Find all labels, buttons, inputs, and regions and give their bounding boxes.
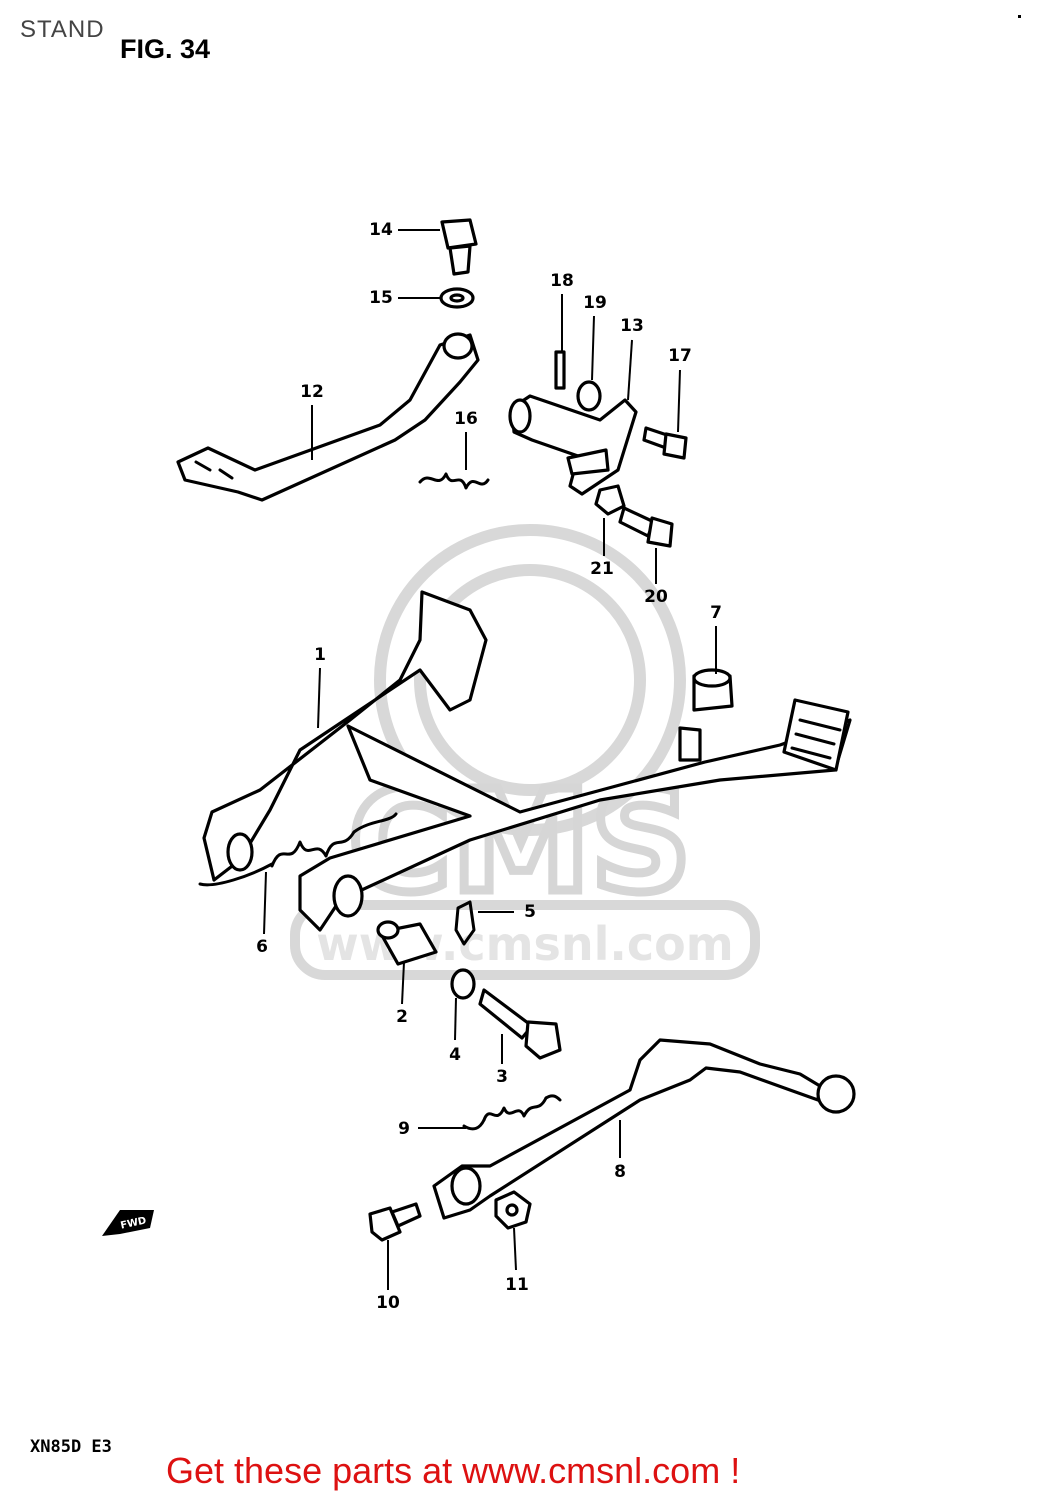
- fwd-arrow-label: FWD: [120, 1215, 148, 1231]
- callout-11: 11: [505, 1275, 529, 1295]
- fwd-arrow-icon: FWD: [102, 1210, 154, 1236]
- part-10-bolt: [368, 1202, 422, 1242]
- callout-13: 13: [620, 316, 644, 336]
- part-15-washer: [439, 287, 475, 309]
- part-8-side-stand: [432, 1038, 856, 1220]
- part-3-bolt: [478, 988, 562, 1060]
- figure-label: FIG. 34: [120, 34, 211, 64]
- part-18-pin: [554, 350, 566, 390]
- part-13-lever: [508, 394, 638, 496]
- part-4-washer: [450, 968, 476, 1000]
- callout-8: 8: [614, 1162, 626, 1182]
- part-21-nut: [594, 484, 626, 516]
- callout-15: 15: [369, 288, 393, 308]
- part-14-bolt: [440, 218, 478, 276]
- callout-1: 1: [314, 645, 326, 665]
- callout-4: 4: [449, 1045, 461, 1065]
- callout-14: 14: [369, 220, 393, 240]
- part-2-collar: [376, 920, 438, 966]
- callout-9: 9: [398, 1119, 410, 1139]
- section-title: STAND: [20, 16, 105, 43]
- part-19-washer: [576, 380, 602, 412]
- model-code: XN85D E3: [30, 1437, 112, 1457]
- corner-mark: [1018, 15, 1021, 18]
- callout-6: 6: [256, 937, 268, 957]
- part-16-spring: [418, 472, 490, 490]
- callout-5: 5: [524, 902, 536, 922]
- callout-21: 21: [590, 559, 614, 579]
- callout-12: 12: [300, 382, 324, 402]
- part-9-spring: [462, 1094, 562, 1131]
- callout-10: 10: [376, 1293, 400, 1313]
- part-11-nut: [494, 1190, 532, 1230]
- part-20-bolt: [618, 506, 674, 548]
- part-17-bolt: [642, 426, 688, 460]
- callout-2: 2: [396, 1007, 408, 1027]
- callout-18: 18: [550, 271, 574, 291]
- part-5-clip: [454, 900, 476, 946]
- callout-19: 19: [583, 293, 607, 313]
- callout-17: 17: [668, 346, 692, 366]
- part-6-spring: [198, 812, 398, 887]
- part-7-rubber-cap: [692, 668, 734, 712]
- callout-3: 3: [496, 1067, 508, 1087]
- part-1-main-stand: [202, 590, 852, 932]
- callout-7: 7: [710, 603, 722, 623]
- get-parts-link[interactable]: Get these parts at www.cmsnl.com !: [166, 1450, 741, 1491]
- callout-16: 16: [454, 409, 478, 429]
- callout-leaders: [263, 229, 717, 1290]
- callout-20: 20: [644, 587, 668, 607]
- part-12-brake-pedal: [176, 332, 480, 502]
